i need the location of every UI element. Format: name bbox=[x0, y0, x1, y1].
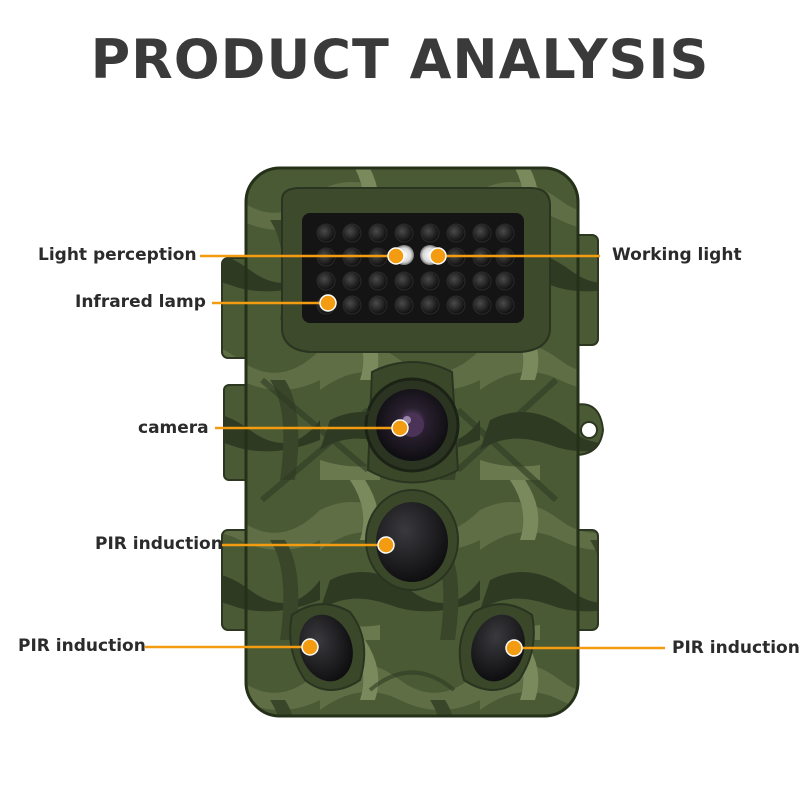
page-title: PRODUCT ANALYSIS bbox=[90, 28, 710, 91]
callout-working-light: Working light bbox=[612, 245, 742, 265]
callout-pir-center: PIR induction bbox=[95, 534, 223, 554]
callout-camera: camera bbox=[138, 418, 209, 438]
callout-light-perception: Light perception bbox=[38, 245, 197, 265]
callout-infrared-lamp: Infrared lamp bbox=[75, 292, 206, 312]
callout-pir-right: PIR induction bbox=[672, 638, 800, 658]
callout-pir-left: PIR induction bbox=[18, 636, 146, 656]
